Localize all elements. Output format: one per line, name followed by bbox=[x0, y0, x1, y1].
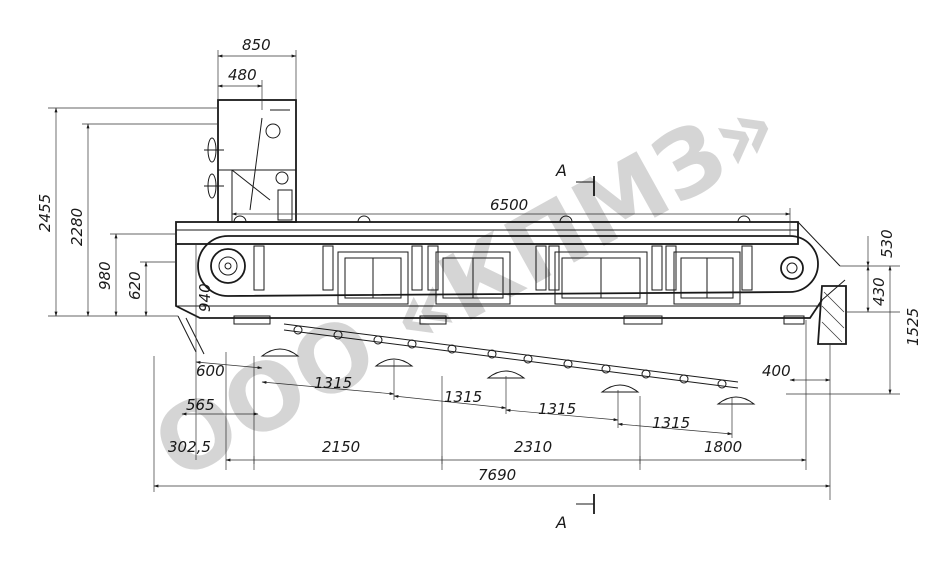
dim-1315-3: 1315 bbox=[538, 400, 576, 418]
dim-1315-4: 1315 bbox=[652, 414, 690, 432]
dim-1315-2: 1315 bbox=[444, 388, 482, 406]
end-supports bbox=[177, 285, 847, 355]
hopper-assembly bbox=[217, 99, 297, 223]
section-label-bottom: A bbox=[555, 513, 567, 532]
dim-565: 565 bbox=[186, 396, 215, 414]
inclined-track bbox=[260, 323, 756, 405]
dimension-labels: 850 480 2455 2280 980 620 940 6500 530 4… bbox=[36, 36, 922, 484]
conveyor-frame bbox=[175, 221, 846, 319]
support-pads bbox=[233, 315, 805, 325]
dim-1800: 1800 bbox=[704, 438, 742, 456]
watermark: ООО «КПМЗ» bbox=[137, 71, 796, 501]
dim-7690: 7690 bbox=[478, 466, 516, 484]
track-rollers bbox=[293, 325, 727, 389]
tail-sprocket-icon bbox=[780, 256, 804, 280]
dim-940: 940 bbox=[196, 283, 214, 312]
dim-2150: 2150 bbox=[322, 438, 360, 456]
chain-flights bbox=[253, 245, 753, 291]
dim-400: 400 bbox=[762, 362, 791, 380]
dim-6500: 6500 bbox=[490, 196, 528, 214]
dim-620: 620 bbox=[126, 271, 144, 300]
dim-2455: 2455 bbox=[36, 194, 54, 232]
dim-1525: 1525 bbox=[904, 308, 922, 346]
section-marker-top: A bbox=[555, 161, 595, 196]
dim-302-5: 302,5 bbox=[168, 438, 211, 456]
dim-430: 430 bbox=[870, 277, 888, 306]
section-label-top: A bbox=[555, 161, 567, 180]
dim-2280: 2280 bbox=[68, 208, 86, 246]
dim-980: 980 bbox=[96, 261, 114, 290]
drive-sprocket-icon bbox=[210, 248, 246, 284]
buckets bbox=[337, 251, 741, 305]
lifting-lugs bbox=[233, 215, 751, 223]
dimension-lines bbox=[48, 50, 900, 500]
dim-1315-1: 1315 bbox=[314, 374, 352, 392]
dim-480: 480 bbox=[228, 66, 257, 84]
section-marker-bottom: A bbox=[555, 494, 595, 532]
handwheel-icon bbox=[204, 137, 224, 199]
dim-2310: 2310 bbox=[514, 438, 552, 456]
dim-850: 850 bbox=[242, 36, 271, 54]
dim-530: 530 bbox=[878, 229, 896, 258]
dim-600: 600 bbox=[196, 362, 225, 380]
